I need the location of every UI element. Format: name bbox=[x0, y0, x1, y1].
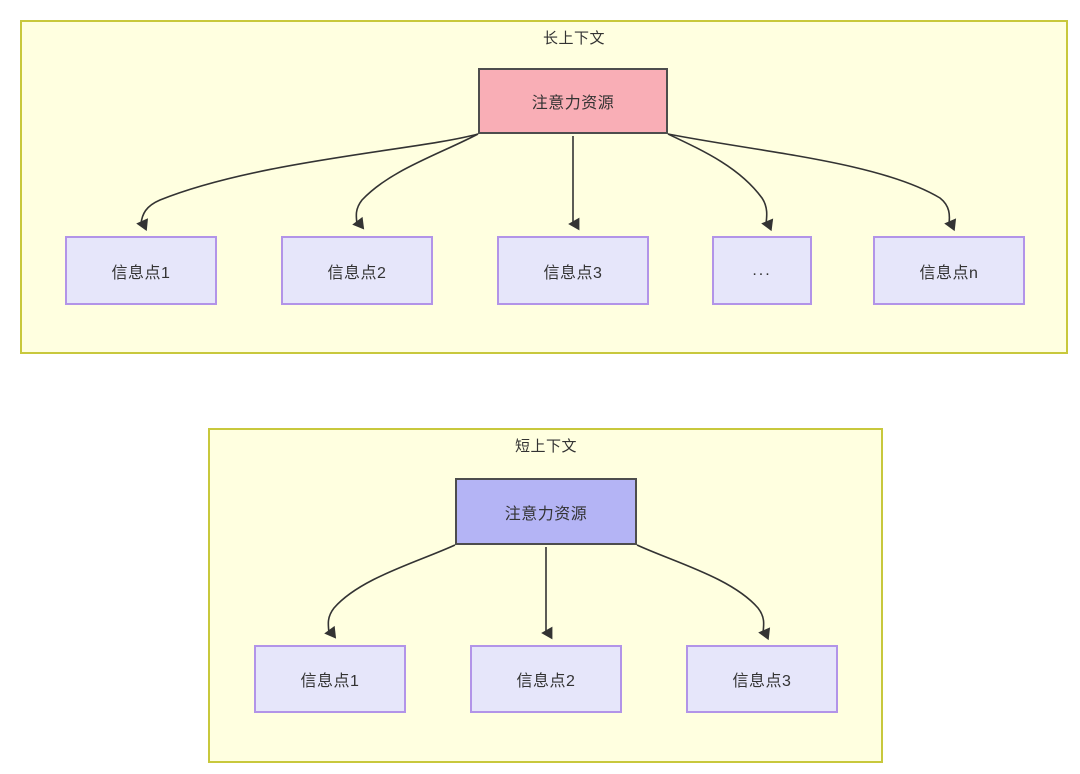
node-info-point-long-3[interactable]: 信息点3 bbox=[497, 236, 649, 305]
panel-long-context-title: 长上下文 bbox=[542, 30, 605, 47]
node-info-point-long-n[interactable]: 信息点n bbox=[873, 236, 1025, 305]
panel-short-context-title: 短上下文 bbox=[514, 438, 577, 455]
node-info-point-short-3[interactable]: 信息点3 bbox=[686, 645, 838, 713]
node-info-point-long-ellipsis[interactable]: ... bbox=[712, 236, 812, 305]
node-info-point-short-1[interactable]: 信息点1 bbox=[254, 645, 406, 713]
node-attention-resource-long[interactable]: 注意力资源 bbox=[478, 68, 668, 134]
node-info-point-long-2[interactable]: 信息点2 bbox=[281, 236, 433, 305]
node-attention-resource-short[interactable]: 注意力资源 bbox=[455, 478, 637, 545]
node-info-point-long-1[interactable]: 信息点1 bbox=[65, 236, 217, 305]
node-info-point-short-2[interactable]: 信息点2 bbox=[470, 645, 622, 713]
